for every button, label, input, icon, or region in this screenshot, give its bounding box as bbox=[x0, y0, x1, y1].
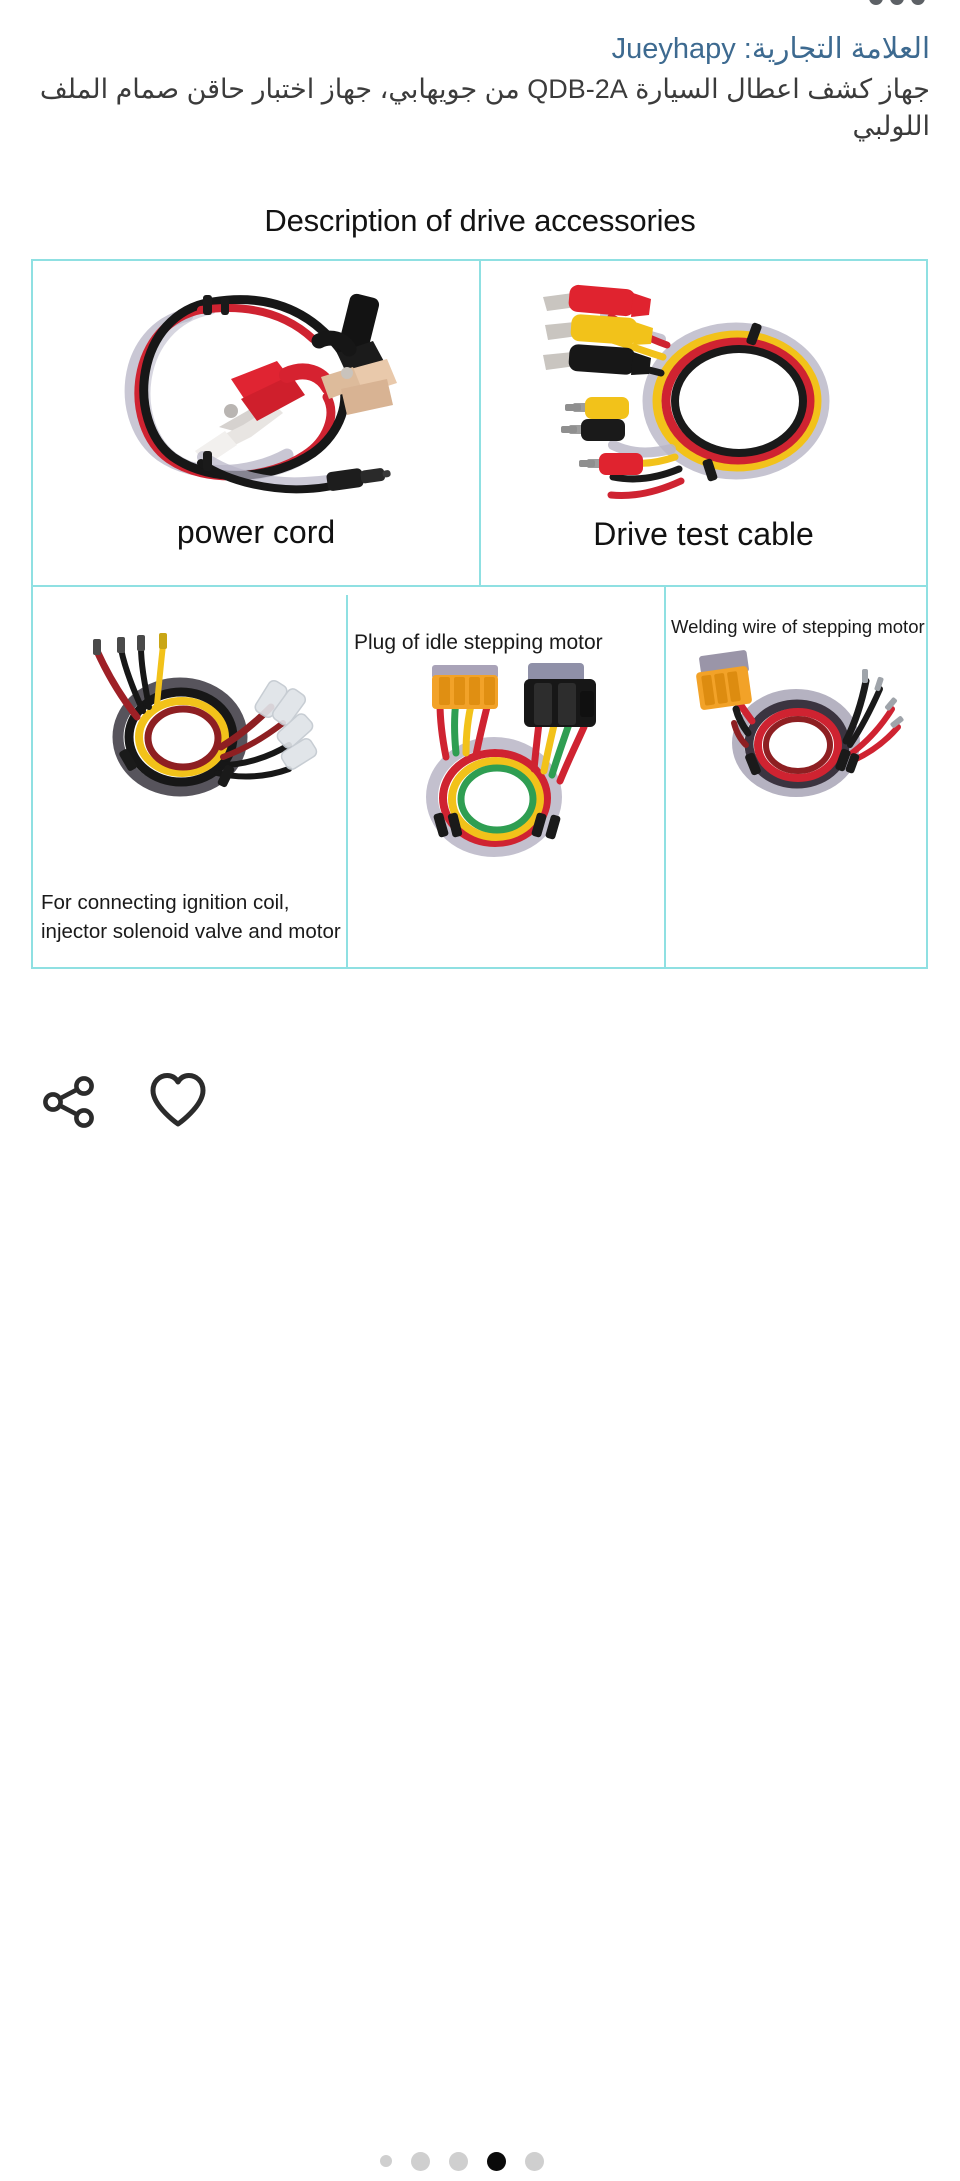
action-bar bbox=[0, 1055, 960, 2171]
accessory-cell-power-cord[interactable]: power cord bbox=[33, 261, 479, 585]
accessory-cell-ignition-coil-lead[interactable]: For connecting ignition coil, injector s… bbox=[33, 587, 346, 967]
accessory-caption: For connecting ignition coil, injector s… bbox=[41, 890, 341, 944]
more-horizontal-icon-dot-1 bbox=[869, 0, 883, 5]
brand-line: العلامة التجارية: Jueyhapy bbox=[611, 33, 930, 65]
grid-row-divider bbox=[33, 585, 926, 587]
grid-column-divider-top bbox=[479, 261, 481, 585]
carousel-dot-4-active[interactable] bbox=[487, 2151, 506, 2171]
accessory-caption: power cord bbox=[176, 514, 336, 550]
power-cord-image bbox=[124, 293, 397, 494]
accessory-caption: Drive test cable bbox=[593, 516, 814, 552]
carousel-dot-5[interactable] bbox=[525, 2151, 544, 2171]
product-header: العلامة التجارية: Jueyhapy جهاز كشف اعطا… bbox=[20, 30, 930, 146]
grid-column-divider-bottom-1 bbox=[346, 595, 348, 967]
more-horizontal-icon-dot-2 bbox=[890, 0, 904, 5]
share-icon bbox=[43, 1076, 94, 1128]
accessory-cell-idle-stepping-motor-plug[interactable]: Plug of idle stepping motor bbox=[348, 587, 664, 967]
stepping-motor-welding-wire-image bbox=[696, 650, 904, 797]
carousel-dot-3[interactable] bbox=[449, 2151, 468, 2171]
section-heading: Description of drive accessories bbox=[264, 203, 696, 238]
accessory-cell-stepping-motor-welding-wire[interactable]: Welding wire of stepping motor bbox=[666, 587, 926, 967]
accessory-caption: Plug of idle stepping motor bbox=[354, 631, 603, 654]
share-button[interactable] bbox=[40, 1073, 98, 1136]
favorite-button[interactable] bbox=[146, 1070, 210, 1137]
carousel-dot-1[interactable] bbox=[380, 2155, 392, 2167]
accessory-caption: Welding wire of stepping motor bbox=[671, 616, 925, 637]
drive-test-cable-image bbox=[543, 284, 830, 499]
accessory-cell-drive-test-cable[interactable]: Drive test cable bbox=[481, 261, 926, 585]
carousel-dot-2[interactable] bbox=[411, 2151, 430, 2171]
grid-column-divider-bottom-2 bbox=[664, 587, 666, 967]
overflow-menu-button[interactable] bbox=[869, 0, 925, 5]
heart-outline-icon bbox=[150, 1073, 206, 1127]
more-horizontal-icon-dot-3 bbox=[911, 0, 925, 5]
page-title: جهاز كشف اعطال السيارة QDB-2A من جويهابي… bbox=[39, 74, 930, 142]
idle-stepping-motor-plug-image bbox=[426, 663, 596, 857]
carousel-pagination[interactable] bbox=[380, 2141, 590, 2181]
ignition-coil-lead-image bbox=[93, 633, 318, 797]
accessory-grid: power cord bbox=[31, 259, 928, 969]
